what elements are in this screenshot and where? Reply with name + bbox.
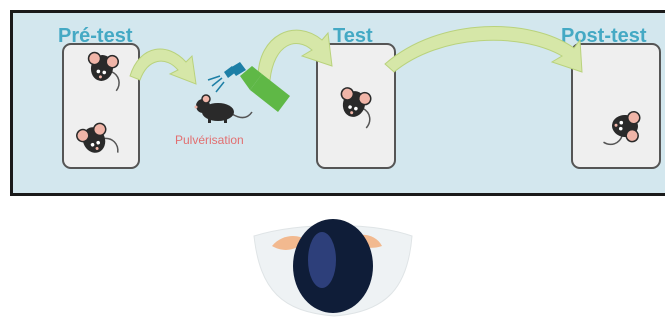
head-silhouette — [254, 219, 412, 316]
mouse-icon — [75, 120, 119, 164]
curved-arrow — [130, 49, 196, 84]
mouse-icon — [603, 109, 640, 146]
mouse-icon — [84, 52, 124, 91]
curved-arrow — [385, 27, 582, 72]
sprayed-mouse-icon — [195, 95, 253, 123]
mouse-icon — [334, 87, 376, 129]
curved-arrow — [258, 30, 332, 80]
